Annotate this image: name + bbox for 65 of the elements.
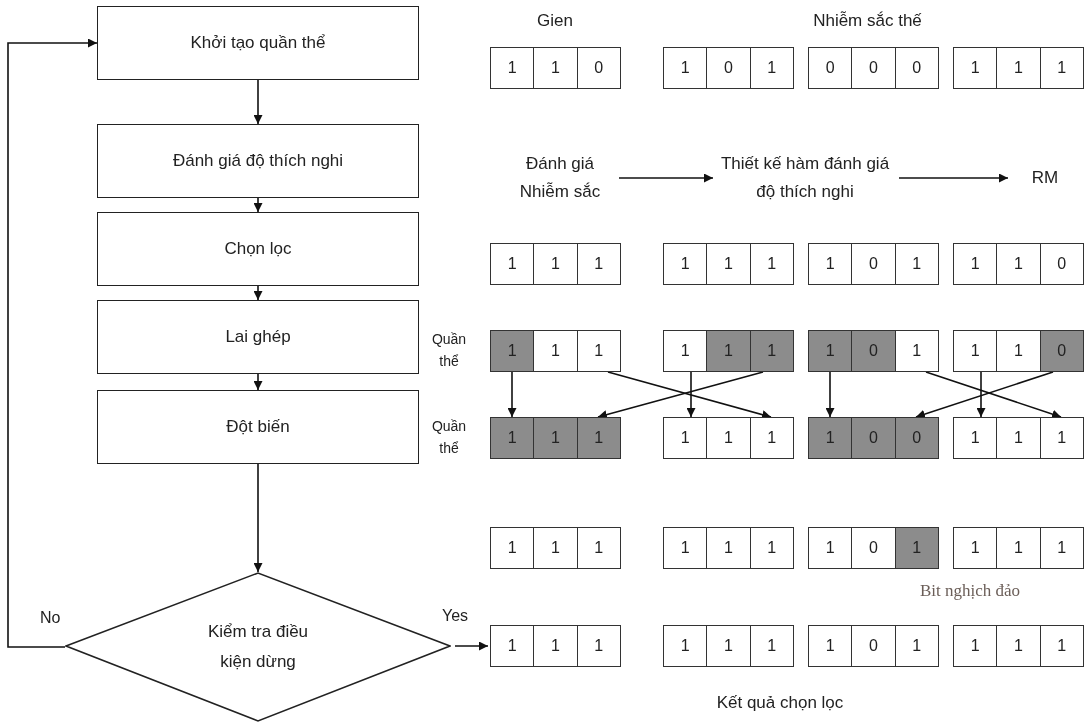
- chromosome: [808, 417, 939, 459]
- step-text: Thiết kế hàm đánh giá độ thích nghi: [715, 150, 895, 206]
- arrow: [253, 463, 263, 573]
- gene-bit: 1: [809, 331, 852, 371]
- process-box: Chọn lọc: [97, 212, 419, 286]
- arrow: [253, 373, 263, 391]
- arrow: [253, 197, 263, 213]
- arrow: [976, 371, 986, 418]
- chromosome: [808, 243, 939, 285]
- chromosome: [663, 625, 794, 667]
- process-box: Đánh giá độ thích nghi: [97, 124, 419, 198]
- annotation-text: Quần thể: [430, 417, 468, 458]
- chromosome: [808, 47, 939, 89]
- gene-bit: 1: [576, 418, 620, 458]
- chromosome: [953, 330, 1084, 372]
- arrow: [686, 371, 696, 418]
- arrow: [7, 38, 98, 648]
- chromosome: [663, 417, 794, 459]
- gene-bit: 1: [749, 331, 793, 371]
- decision-text: Kiểm tra điều kiện dừng: [206, 621, 310, 673]
- chromosome: [953, 527, 1084, 569]
- chromosome: [490, 417, 621, 459]
- gene-bit: 0: [894, 418, 938, 458]
- chromosome: [490, 243, 621, 285]
- chromosome: [953, 243, 1084, 285]
- arrow: [253, 285, 263, 301]
- chromosome: [953, 417, 1084, 459]
- gene-bit: 1: [706, 331, 750, 371]
- gene-bit: 0: [1039, 331, 1083, 371]
- chromosome: [663, 47, 794, 89]
- arrow: [898, 173, 1009, 183]
- process-box: Đột biến: [97, 390, 419, 464]
- arrow: [507, 371, 517, 418]
- annotation-text: Bit nghịch đảo: [918, 580, 1022, 602]
- annotation-text: Nhiễm sắc thế: [812, 10, 923, 32]
- chromosome: [808, 527, 939, 569]
- gene-bit: 1: [809, 418, 852, 458]
- arrow: [825, 371, 835, 418]
- chromosome: [663, 243, 794, 285]
- chromosome: [953, 47, 1084, 89]
- process-box: Khởi tạo quần thể: [97, 6, 419, 80]
- chromosome: [808, 330, 939, 372]
- arrow: [618, 173, 714, 183]
- chromosome: [953, 625, 1084, 667]
- step-text: RM: [1010, 150, 1080, 206]
- chromosome: [490, 330, 621, 372]
- arrow: [454, 641, 489, 651]
- chromosome: [808, 625, 939, 667]
- gene-bit: 1: [491, 418, 534, 458]
- gene-bit: 1: [894, 528, 938, 568]
- chromosome: [490, 625, 621, 667]
- gene-bit: 1: [491, 331, 534, 371]
- chromosome: [490, 527, 621, 569]
- annotation-text: Gien: [536, 10, 574, 32]
- annotation-text: Kết quả chọn lọc: [715, 692, 845, 714]
- arrow: [253, 79, 263, 125]
- chromosome: [490, 47, 621, 89]
- annotation-text: Quần thể: [430, 330, 468, 371]
- process-box: Lai ghép: [97, 300, 419, 374]
- chromosome: [663, 330, 794, 372]
- chromosome: [663, 527, 794, 569]
- step-text: Đánh giá Nhiễm sắc: [505, 150, 615, 206]
- gene-bit: 0: [851, 418, 895, 458]
- gene-bit: 1: [533, 418, 577, 458]
- gene-bit: 0: [851, 331, 895, 371]
